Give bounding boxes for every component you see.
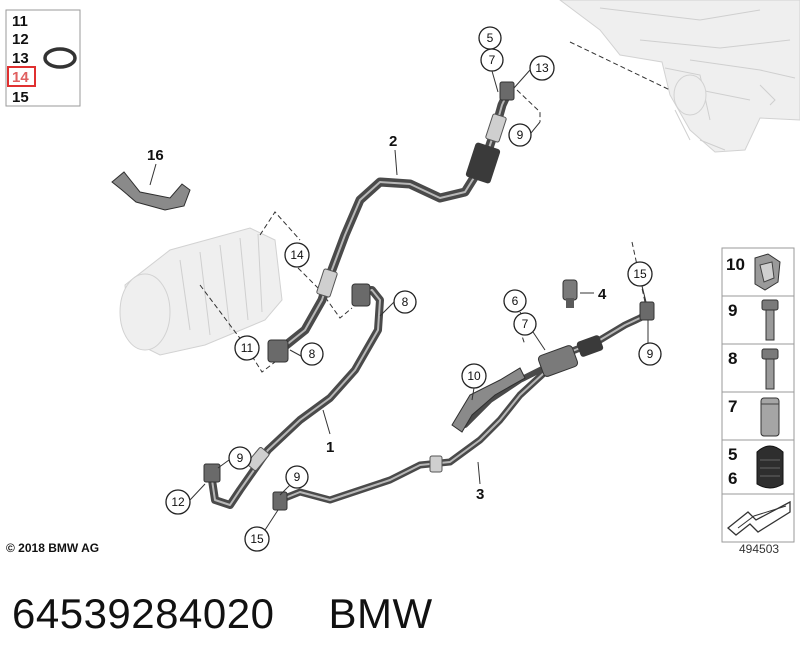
copyright-notice: © 2018 BMW AG (6, 541, 100, 555)
legend-item-6: 6 (728, 469, 737, 488)
svg-text:13: 13 (535, 61, 549, 75)
part-label-1: 1 (326, 439, 334, 456)
diagram-id: 494503 (739, 542, 780, 556)
clip-bracket (451, 367, 526, 433)
svg-text:7: 7 (489, 53, 496, 67)
svg-text:9: 9 (517, 128, 524, 142)
callout-11[interactable]: 11 (234, 335, 260, 361)
sleeve-icon (760, 397, 780, 437)
callout-9-left[interactable]: 9 (228, 446, 252, 470)
part-caption: 64539284020 BMW (12, 590, 433, 638)
legend-number-11: 11 (12, 13, 28, 30)
callout-8-left[interactable]: 8 (300, 342, 324, 366)
callout-10[interactable]: 10 (461, 363, 487, 389)
part-label-16: 16 (147, 147, 164, 164)
svg-text:7: 7 (522, 317, 529, 331)
callout-15-bottom[interactable]: 15 (244, 526, 270, 552)
callout-5-top[interactable]: 5 (478, 26, 502, 50)
legend-number-13: 13 (12, 50, 29, 67)
legend-item-7: 7 (728, 397, 737, 416)
callout-13[interactable]: 13 (529, 55, 555, 81)
callout-6[interactable]: 6 (503, 289, 527, 313)
callout-9-bottom[interactable]: 9 (285, 465, 309, 489)
svg-text:14: 14 (290, 248, 304, 262)
bolt-icon (761, 348, 779, 390)
svg-text:6: 6 (512, 294, 519, 308)
svg-text:9: 9 (647, 347, 654, 361)
arrow-icon (726, 500, 791, 536)
svg-text:9: 9 (237, 451, 244, 465)
callout-8-mid[interactable]: 8 (393, 290, 417, 314)
top-left-legend: 11 12 13 14 15 (5, 9, 81, 107)
compressor-icon (119, 227, 283, 356)
part-number: 64539284020 (12, 590, 275, 637)
legend-item-10: 10 (726, 255, 745, 274)
callout-7-top[interactable]: 7 (480, 48, 504, 72)
legend-number-12: 12 (12, 31, 29, 48)
callout-9-right[interactable]: 9 (638, 342, 662, 366)
svg-text:8: 8 (402, 295, 409, 309)
svg-text:8: 8 (309, 347, 316, 361)
engine-ghost-outline (559, 0, 800, 153)
svg-text:9: 9 (294, 470, 301, 484)
hose-2-fitting (465, 142, 501, 184)
callout-12[interactable]: 12 (165, 489, 191, 515)
part-label-4: 4 (598, 286, 607, 303)
legend-item-8: 8 (728, 349, 737, 368)
valve-cap-icon (756, 445, 784, 489)
right-legend: 10 9 8 7 5 6 (721, 247, 795, 543)
clip-icon (754, 253, 781, 291)
legend-item-5: 5 (728, 445, 737, 464)
callout-15-right[interactable]: 15 (627, 261, 653, 287)
part-label-3: 3 (476, 486, 484, 503)
svg-text:15: 15 (633, 267, 647, 281)
legend-number-15: 15 (12, 89, 29, 106)
svg-text:5: 5 (487, 31, 494, 45)
legend-item-9: 9 (728, 301, 737, 320)
callout-14[interactable]: 14 (284, 242, 310, 268)
bracket-icon (111, 171, 191, 211)
highlight-box (7, 66, 36, 87)
bolt-icon (761, 299, 779, 341)
legend-number-14-highlighted: 14 (12, 69, 29, 86)
callout-7-mid[interactable]: 7 (513, 312, 537, 336)
callout-9-top[interactable]: 9 (508, 123, 532, 147)
pressure-sensor-icon (562, 279, 578, 308)
svg-text:10: 10 (467, 369, 481, 383)
part-label-2: 2 (389, 133, 397, 150)
svg-text:15: 15 (250, 532, 264, 546)
svg-text:11: 11 (241, 341, 254, 355)
brand-name: BMW (328, 590, 433, 637)
o-ring-icon (43, 47, 77, 69)
svg-text:12: 12 (171, 495, 185, 509)
